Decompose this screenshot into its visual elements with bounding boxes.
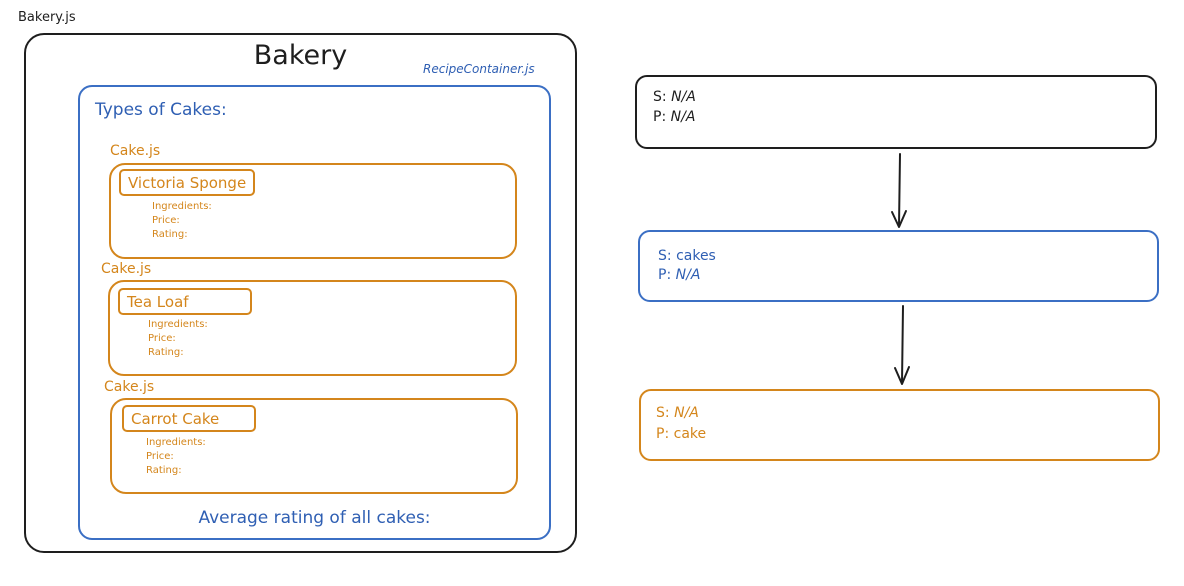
state-box-cake xyxy=(639,389,1160,461)
state-key: S: xyxy=(653,89,667,105)
cake-price-label: Price: xyxy=(152,215,180,226)
types-of-cakes-title: Types of Cakes: xyxy=(95,100,227,120)
cake-rating-label: Rating: xyxy=(152,229,188,240)
recipe-container-box xyxy=(78,85,551,540)
state-value: N/A xyxy=(671,89,696,105)
cake-price-label: Price: xyxy=(148,333,176,344)
state-line: S: N/A xyxy=(653,87,696,108)
cake-ingredients-label: Ingredients: xyxy=(146,437,206,448)
state-value: N/A xyxy=(674,405,699,421)
cake-component-box xyxy=(110,398,518,494)
props-line: P: N/A xyxy=(653,107,695,128)
cake-file-label: Cake.js xyxy=(104,379,155,395)
bakery-component-box xyxy=(24,33,577,553)
state-line: S: cakes xyxy=(658,246,716,267)
props-key: P: xyxy=(656,426,670,442)
props-value: N/A xyxy=(670,109,696,125)
recipe-container-label: RecipeContainer.js xyxy=(423,62,535,76)
cake-component-box xyxy=(108,280,517,376)
props-value: cake xyxy=(673,426,707,442)
state-key: S: xyxy=(658,248,672,264)
cake-name: Carrot Cake xyxy=(122,405,256,432)
bakery-title: Bakery xyxy=(253,40,348,71)
state-box-recipe-container xyxy=(638,230,1159,302)
cake-component-box xyxy=(109,163,517,259)
cake-file-label: Cake.js xyxy=(110,143,161,159)
cake-name: Victoria Sponge xyxy=(119,169,256,196)
cake-rating-label: Rating: xyxy=(148,347,184,358)
cake-file-label: Cake.js xyxy=(101,261,152,277)
flow-arrow xyxy=(891,153,907,228)
state-line: S: N/A xyxy=(656,403,699,424)
cake-rating-label: Rating: xyxy=(146,465,182,476)
bakery-file-label: Bakery.js xyxy=(18,10,76,25)
props-line: P: N/A xyxy=(658,265,700,286)
cake-ingredients-label: Ingredients: xyxy=(152,201,212,212)
average-rating-label: Average rating of all cakes: xyxy=(198,508,431,528)
state-box-bakery xyxy=(635,75,1157,149)
state-key: S: xyxy=(656,405,670,421)
cake-name: Tea Loaf xyxy=(118,288,252,315)
cake-ingredients-label: Ingredients: xyxy=(148,319,208,330)
state-value: cakes xyxy=(676,248,716,264)
props-line: P: cake xyxy=(656,424,706,445)
props-key: P: xyxy=(653,109,667,125)
props-value: N/A xyxy=(675,267,701,283)
flow-arrow xyxy=(894,305,910,385)
props-key: P: xyxy=(658,267,672,283)
cake-price-label: Price: xyxy=(146,451,174,462)
